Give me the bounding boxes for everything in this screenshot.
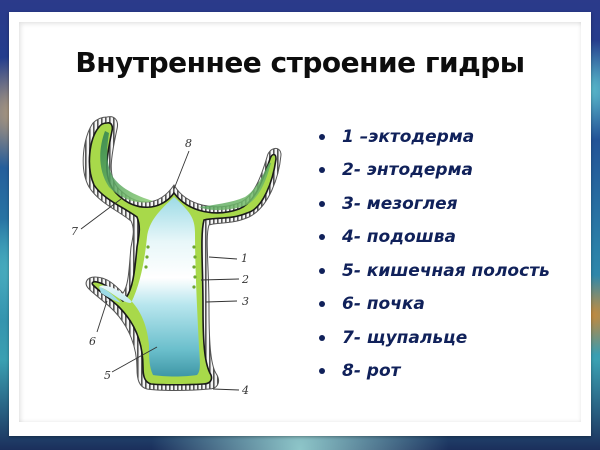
bullet-icon bbox=[319, 301, 325, 308]
slide-title: Внутреннее строение гидры bbox=[75, 46, 525, 79]
label-2: 2 bbox=[241, 273, 249, 286]
tentacle-right-core bbox=[199, 163, 271, 210]
label-8: 8 bbox=[185, 137, 192, 150]
bullet-icon bbox=[319, 167, 325, 174]
legend-item-gastric-cavity: 5- кишечная полость bbox=[319, 254, 550, 288]
legend-item-tentacle: 7- щупальце bbox=[319, 321, 550, 355]
label-7: 7 bbox=[71, 225, 78, 238]
legend-item-label: 7- щупальце bbox=[342, 327, 468, 348]
label-3: 3 bbox=[242, 295, 249, 308]
slide-frame bbox=[19, 22, 581, 422]
gastric-cavity bbox=[99, 197, 200, 377]
label-6: 6 bbox=[89, 335, 96, 348]
legend-item-label: 2- энтодерма bbox=[342, 160, 473, 181]
legend-item-label: 4- подошва bbox=[342, 227, 456, 248]
endoderm-villi bbox=[144, 245, 197, 289]
leader-lines bbox=[80, 150, 240, 391]
legend-item-ectoderm: 1 –эктодерма bbox=[319, 120, 550, 154]
slide: Внутреннее строение гидры bbox=[9, 12, 591, 436]
bullet-icon bbox=[319, 267, 325, 274]
hydra-diagram: 8 7 1 2 3 4 6 5 bbox=[49, 107, 299, 407]
bud-cavity bbox=[99, 287, 121, 303]
legend-item-mouth: 8- рот bbox=[319, 355, 550, 389]
legend-item-label: 1 –эктодерма bbox=[342, 126, 475, 147]
legend-list: 1 –эктодерма 2- энтодерма 3- мезоглея 4-… bbox=[319, 120, 550, 388]
legend-item-label: 3- мезоглея bbox=[342, 193, 458, 214]
bullet-icon bbox=[319, 234, 325, 241]
legend-item-label: 5- кишечная полость bbox=[342, 260, 550, 281]
tentacle-left-core bbox=[100, 131, 153, 203]
legend-item-endoderm: 2- энтодерма bbox=[319, 154, 550, 188]
bullet-icon bbox=[319, 133, 325, 140]
legend-item-label: 8- рот bbox=[342, 361, 401, 382]
bullet-icon bbox=[319, 334, 325, 341]
label-1: 1 bbox=[241, 252, 248, 265]
legend-item-label: 6- почка bbox=[342, 294, 425, 315]
bullet-icon bbox=[319, 368, 325, 375]
label-5: 5 bbox=[104, 369, 111, 382]
bullet-icon bbox=[319, 200, 325, 207]
legend-item-mesoglea: 3- мезоглея bbox=[319, 187, 550, 221]
legend-item-bud: 6- почка bbox=[319, 288, 550, 322]
label-4: 4 bbox=[241, 384, 249, 397]
legend-item-sole: 4- подошва bbox=[319, 221, 550, 255]
hydra-illustration: 8 7 1 2 3 4 6 5 bbox=[71, 116, 282, 397]
